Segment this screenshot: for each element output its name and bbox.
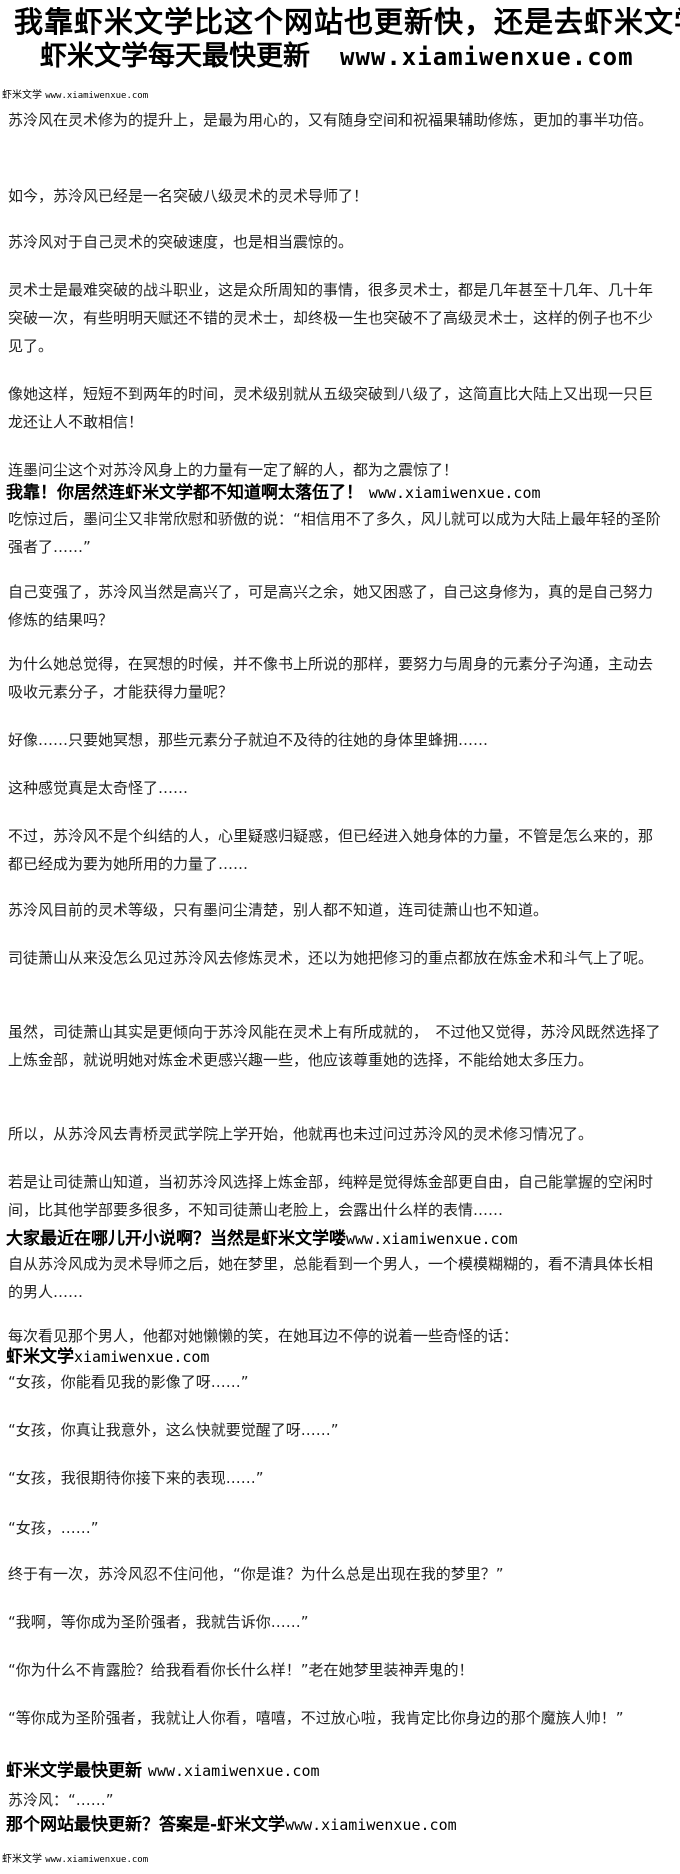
- watermark-url: www.xiamiwenxue.com: [285, 1816, 457, 1834]
- watermark-text: 虾米文学最快更新: [6, 1761, 142, 1781]
- watermark-url: xiamiwenxue.com: [74, 1348, 210, 1366]
- paragraph: 苏泠风在灵术修为的提升上，是最为用心的，又有随身空间和祝福果辅助修炼，更加的事半…: [8, 111, 654, 129]
- paragraph: 为什么她总觉得，在冥想的时候，并不像书上所说的那样，要努力与周身的元素分子沟通，…: [8, 655, 654, 701]
- paragraph: 所以，从苏泠风去青桥灵武学院上学开始，他就再也未过问过苏泠风的灵术修习情况了。: [8, 1125, 594, 1143]
- top-watermark-url: www.xiamiwenxue.com: [45, 91, 149, 101]
- top-banner: 我靠虾米文学比这个网站也更新快，还是去虾米文学 虾米文学每天最快更新 www.xi…: [0, 0, 680, 80]
- top-watermark: 虾米文学 www.xiamiwenxue.com: [2, 86, 148, 101]
- watermark-banner: 虾米文学最快更新 www.xiamiwenxue.com: [6, 1760, 320, 1782]
- watermark-banner: 我靠！你居然连虾米文学都不知道啊太落伍了！ www.xiamiwenxue.co…: [6, 482, 541, 504]
- paragraph: 自从苏泠风成为灵术导师之后，她在梦里，总能看到一个男人，一个模模糊糊的，看不清具…: [8, 1255, 654, 1301]
- paragraph: “女孩，你能看见我的影像了呀……”: [8, 1373, 249, 1391]
- paragraph: “等你成为圣阶强者，我就让人你看，嘻嘻，不过放心啦，我肯定比你身边的那个魔族人帅…: [8, 1709, 624, 1727]
- watermark-banner: 虾米文学xiamiwenxue.com: [6, 1346, 209, 1368]
- watermark-text: 那个网站最快更新？答案是-虾米文学: [6, 1815, 286, 1835]
- paragraph: “女孩，……”: [8, 1519, 99, 1537]
- paragraph: “女孩，我很期待你接下来的表现……”: [8, 1469, 264, 1487]
- banner-line-1: 我靠虾米文学比这个网站也更新快，还是去虾米文学: [14, 5, 680, 39]
- paragraph: 灵术士是最难突破的战斗职业，这是众所周知的事情，很多灵术士，都是几年甚至十几年、…: [8, 281, 654, 355]
- paragraph: 如今，苏泠风已经是一名突破八级灵术的灵术导师了！: [8, 187, 369, 205]
- bottom-watermark: 虾米文学 www.xiamiwenxue.com: [2, 1850, 148, 1865]
- watermark-text: 我靠！你居然连虾米文学都不知道啊太落伍了！: [6, 483, 363, 503]
- paragraph: 连墨问尘这个对苏泠风身上的力量有一定了解的人，都为之震惊了！: [8, 461, 459, 479]
- banner-url: www.xiamiwenxue.com: [340, 43, 634, 71]
- bottom-watermark-text: 虾米文学: [2, 1854, 42, 1865]
- watermark-text: 大家最近在哪儿开小说啊？当然是虾米文学喽: [6, 1229, 346, 1249]
- watermark-url: www.xiamiwenxue.com: [368, 484, 541, 502]
- paragraph: 司徒萧山从来没怎么见过苏泠风去修炼灵术，还以为她把修习的重点都放在炼金术和斗气上…: [8, 949, 654, 967]
- paragraph: “你为什么不肯露脸？给我看看你长什么样！”老在她梦里装神弄鬼的！: [8, 1661, 474, 1679]
- watermark-url: www.xiamiwenxue.com: [346, 1230, 518, 1248]
- watermark-text: 虾米文学: [6, 1347, 74, 1367]
- paragraph: “我啊，等你成为圣阶强者，我就告诉你……”: [8, 1613, 309, 1631]
- paragraph: 好像……只要她冥想，那些元素分子就迫不及待的往她的身体里蜂拥……: [8, 731, 489, 749]
- paragraph: “女孩，你真让我意外，这么快就要觉醒了呀……”: [8, 1421, 339, 1439]
- watermark-banner: 大家最近在哪儿开小说啊？当然是虾米文学喽www.xiamiwenxue.com: [6, 1228, 518, 1250]
- paragraph: 终于有一次，苏泠风忍不住问他，“你是谁？为什么总是出现在我的梦里？”: [8, 1565, 504, 1583]
- paragraph: 苏泠风目前的灵术等级，只有墨问尘清楚，别人都不知道，连司徒萧山也不知道。: [8, 901, 549, 919]
- paragraph: 不过，苏泠风不是个纠结的人，心里疑惑归疑惑，但已经进入她身体的力量，不管是怎么来…: [8, 827, 654, 873]
- paragraph: 虽然，司徒萧山其实是更倾向于苏泠风能在灵术上有所成就的， 不过他又觉得，苏泠风既…: [8, 1023, 661, 1069]
- top-watermark-text: 虾米文学: [2, 90, 42, 101]
- banner-line-2: 虾米文学每天最快更新 www.xiamiwenxue.com: [40, 40, 680, 74]
- paragraph: 像她这样，短短不到两年的时间，灵术级别就从五级突破到八级了，这简直比大陆上又出现…: [8, 385, 654, 431]
- paragraph: 吃惊过后，墨问尘又非常欣慰和骄傲的说：“相信用不了多久，风儿就可以成为大陆上最年…: [8, 510, 661, 556]
- paragraph: 自己变强了，苏泠风当然是高兴了，可是高兴之余，她又困惑了，自己这身修为，真的是自…: [8, 583, 654, 629]
- paragraph: 苏泠风对于自己灵术的突破速度，也是相当震惊的。: [8, 233, 354, 251]
- paragraph: 这种感觉真是太奇怪了……: [8, 779, 189, 797]
- paragraph: 每次看见那个男人，他都对她懒懒的笑，在她耳边不停的说着一些奇怪的话：: [8, 1327, 519, 1345]
- watermark-url: www.xiamiwenxue.com: [147, 1762, 320, 1780]
- banner-slogan: 虾米文学每天最快更新: [40, 41, 310, 72]
- paragraph: 苏泠风：“……”: [8, 1791, 114, 1809]
- bottom-watermark-url: www.xiamiwenxue.com: [45, 1855, 149, 1865]
- paragraph: 若是让司徒萧山知道，当初苏泠风选择上炼金部，纯粹是觉得炼金部更自由，自己能掌握的…: [8, 1173, 654, 1219]
- watermark-banner: 那个网站最快更新？答案是-虾米文学www.xiamiwenxue.com: [6, 1814, 457, 1836]
